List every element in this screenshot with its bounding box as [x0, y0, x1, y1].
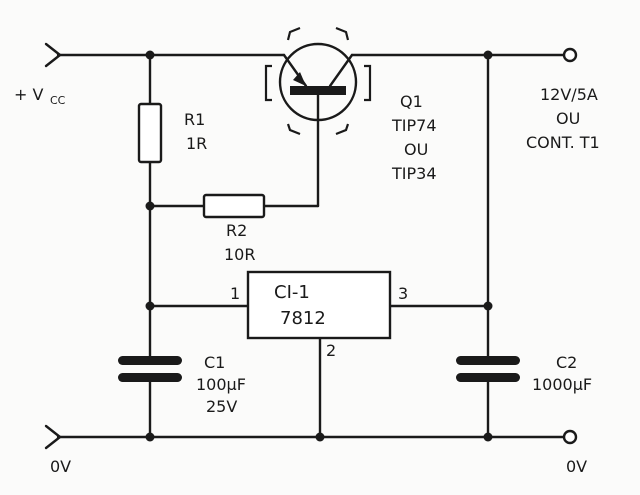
r1-ref: R1	[184, 110, 205, 129]
ic-pin1: 1	[230, 284, 240, 303]
ground-right-label: 0V	[566, 457, 587, 476]
junction-bottom-left	[145, 432, 155, 442]
ic-pin3: 3	[398, 284, 408, 303]
q1-ref: Q1	[400, 92, 423, 111]
r1-value: 1R	[186, 134, 207, 153]
junction-bottom-right	[483, 432, 493, 442]
vcc-subscript: CC	[50, 94, 66, 107]
junctions	[145, 50, 493, 442]
output-line1: 12V/5A	[540, 85, 598, 104]
ic-part: 7812	[280, 308, 326, 329]
ic-pin2: 2	[326, 341, 336, 360]
vcc-input-arrow	[44, 42, 62, 68]
q1-line2: OU	[404, 140, 428, 159]
output-line3: CONT. T1	[526, 133, 600, 152]
junction-top-right	[483, 50, 493, 60]
vcc-label: + V	[14, 85, 43, 104]
q1-line3: TIP34	[391, 164, 437, 183]
output-terminal-bottom	[562, 429, 578, 445]
c2-value: 1000µF	[532, 375, 592, 394]
c2-ref: C2	[556, 353, 577, 372]
regulator-ic	[246, 270, 392, 340]
r2-ref: R2	[226, 221, 247, 240]
ground-input-arrow	[44, 424, 62, 450]
c1-value: 100µF	[196, 375, 246, 394]
resistor-r1	[137, 102, 163, 164]
transistor-q1	[264, 26, 372, 136]
c1-ref: C1	[204, 353, 225, 372]
junction-bottom-mid	[315, 432, 325, 442]
junction-top-left	[145, 50, 155, 60]
resistor-r2	[202, 193, 266, 219]
ic-ref: CI-1	[274, 282, 310, 303]
output-terminal-top	[562, 47, 578, 63]
r2-value: 10R	[224, 245, 255, 264]
ground-left-label: 0V	[50, 457, 71, 476]
capacitor-c1	[118, 356, 182, 382]
junction-ic-out	[483, 301, 493, 311]
capacitor-c2	[456, 356, 520, 382]
output-line2: OU	[556, 109, 580, 128]
junction-r2-node	[145, 201, 155, 211]
junction-ic-in	[145, 301, 155, 311]
q1-line1: TIP74	[391, 116, 437, 135]
c1-voltage: 25V	[206, 397, 237, 416]
